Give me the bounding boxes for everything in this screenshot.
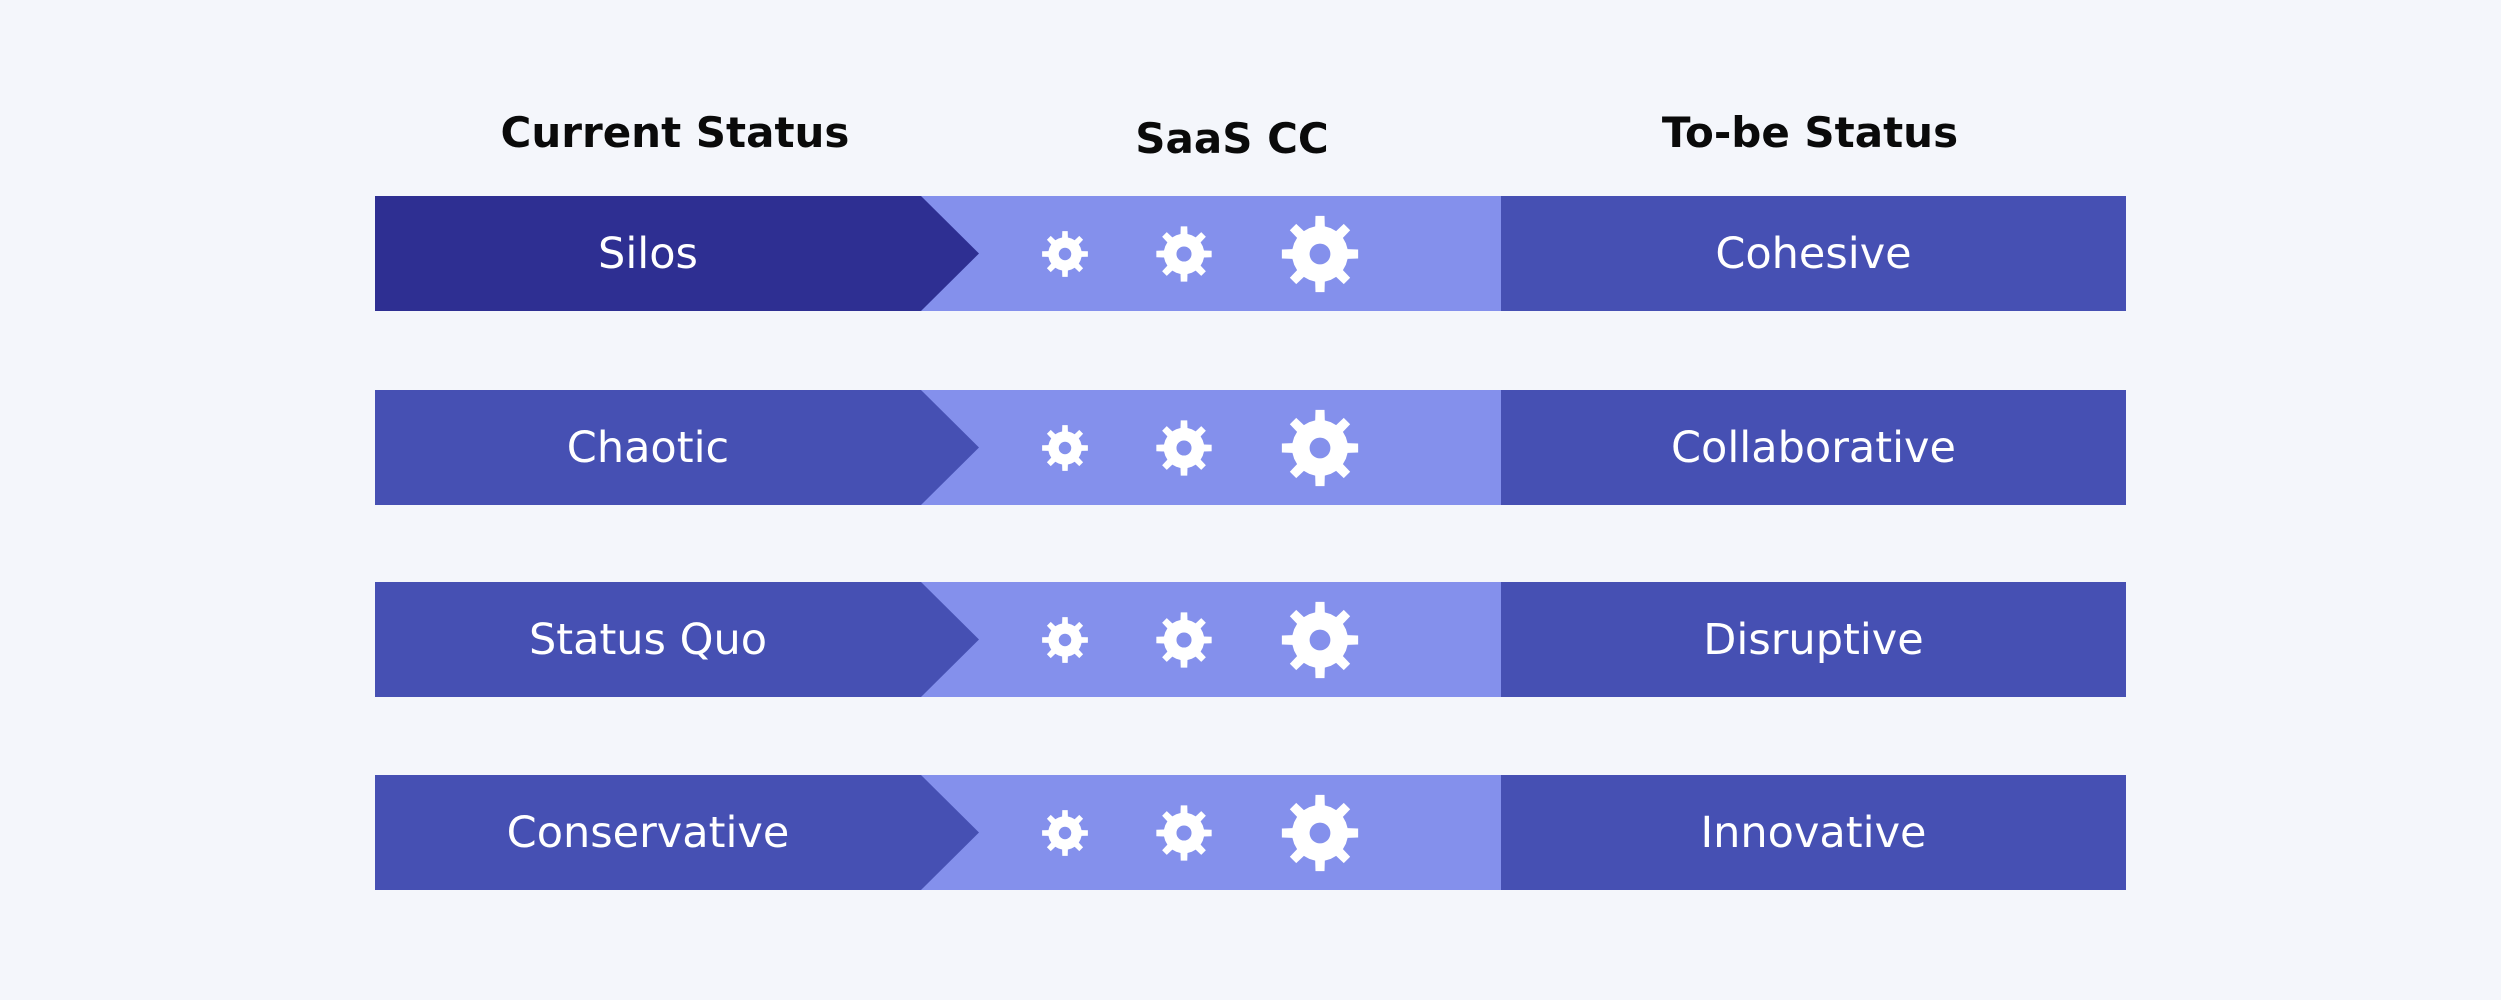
gear-icon — [1156, 225, 1212, 282]
to-be-status-box: Cohesive — [1501, 196, 2126, 311]
current-status-box: Status Quo — [375, 582, 921, 697]
current-status-header: Current Status — [500, 108, 850, 157]
to-be-status-box: Collaborative — [1501, 390, 2126, 505]
gear-icon — [1042, 809, 1088, 856]
status-row: Silos Cohesive — [375, 196, 2126, 311]
status-row: Status Quo Disruptive — [375, 582, 2126, 697]
gear-icon — [1156, 804, 1212, 861]
current-status-box: Conservative — [375, 775, 921, 890]
gear-icon — [1281, 794, 1359, 871]
gear-icon — [1281, 409, 1359, 486]
to-be-status-box: Disruptive — [1501, 582, 2126, 697]
to-be-status-box: Innovative — [1501, 775, 2126, 890]
gear-icon — [1156, 419, 1212, 476]
to-be-status-header: To-be Status — [1661, 108, 1959, 157]
current-status-box: Chaotic — [375, 390, 921, 505]
current-status-box: Silos — [375, 196, 921, 311]
gear-icon — [1281, 601, 1359, 678]
status-row: Conservative Innovative — [375, 775, 2126, 890]
gear-icon — [1042, 424, 1088, 471]
status-row: Chaotic Collaborative — [375, 390, 2126, 505]
saas-cc-header: SaaS CC — [1135, 114, 1329, 163]
gear-icon — [1156, 611, 1212, 668]
gear-icon — [1042, 230, 1088, 277]
gear-icon — [1281, 215, 1359, 292]
gear-icon — [1042, 616, 1088, 663]
